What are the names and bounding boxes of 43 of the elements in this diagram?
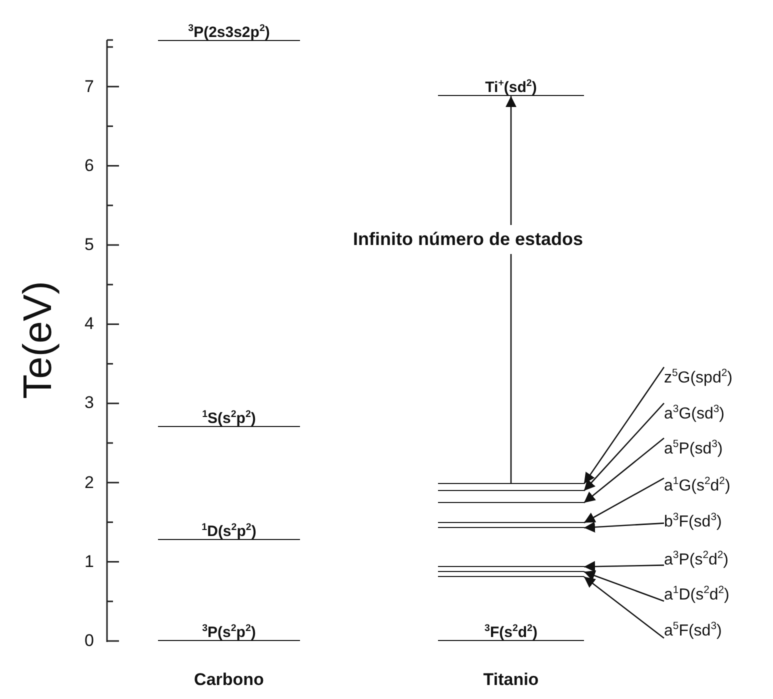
energy-level-line xyxy=(438,566,584,568)
energy-level: $^{1}$D(s$^{2}$p$^{2}$) xyxy=(158,516,300,540)
tick-label: 2 xyxy=(84,474,94,492)
tick-label: 1 xyxy=(84,552,94,571)
tick-label: 6 xyxy=(84,156,94,175)
leader-arrow xyxy=(584,576,664,639)
tick-label: 5 xyxy=(84,236,94,254)
energy-level-line xyxy=(438,483,584,484)
leader-arrow xyxy=(584,570,664,602)
state-label: b$^{3}$F(sd$^{3}$) xyxy=(664,508,722,532)
column-label: Carbono xyxy=(193,670,265,690)
tick-label: 3 xyxy=(84,394,94,412)
state-label: a$^{1}$D(s$^{2}$d$^{2}$) xyxy=(664,581,730,606)
energy-level: $^{3}$P(2s3s2p$^{2}$) xyxy=(158,18,300,41)
energy-level: Ti$^{+}$(sd$^{2}$) xyxy=(438,73,584,96)
state-label: a$^{5}$P(sd$^{3}$) xyxy=(664,435,723,460)
arrow xyxy=(506,96,516,484)
state-label: z$^{5}$G(spd$^{2}$) xyxy=(664,364,732,388)
leader-arrow xyxy=(584,478,664,524)
state-label: a$^{3}$P(s$^{2}$d$^{2}$) xyxy=(664,546,728,570)
edge-label: Infinito número de estados xyxy=(351,224,586,254)
state-label: a$^{1}$G(s$^{2}$d$^{2}$) xyxy=(664,472,730,496)
state-label: a$^{5}$F(sd$^{3}$) xyxy=(664,617,722,642)
energy-level-line xyxy=(438,571,584,572)
leader-arrow xyxy=(584,402,664,492)
column-label: Titanio xyxy=(482,670,540,690)
axis-title: Te(eV) xyxy=(16,280,60,401)
energy-level-line xyxy=(438,490,584,492)
energy-level-line xyxy=(438,527,584,528)
leader-arrow xyxy=(584,438,664,504)
tick-label: 0 xyxy=(84,632,94,650)
state-label: a$^{3}$G(sd$^{3}$) xyxy=(664,400,724,424)
leader-arrow xyxy=(584,522,664,533)
energy-level: $^{3}$P(s$^{2}$p$^{2}$) xyxy=(158,618,300,641)
leader-arrow xyxy=(583,366,665,484)
energy-level-line xyxy=(438,576,584,578)
energy-level-line xyxy=(438,502,584,504)
tick-label: 4 xyxy=(84,315,94,334)
tick-label: 7 xyxy=(84,78,94,96)
energy-level: $^{1}$S(s$^{2}$p$^{2}$) xyxy=(158,404,300,428)
energy-level-line xyxy=(438,522,584,524)
leader-arrow xyxy=(584,561,664,572)
energy-level: $^{3}$F(s$^{2}$d$^{2}$) xyxy=(438,618,584,641)
